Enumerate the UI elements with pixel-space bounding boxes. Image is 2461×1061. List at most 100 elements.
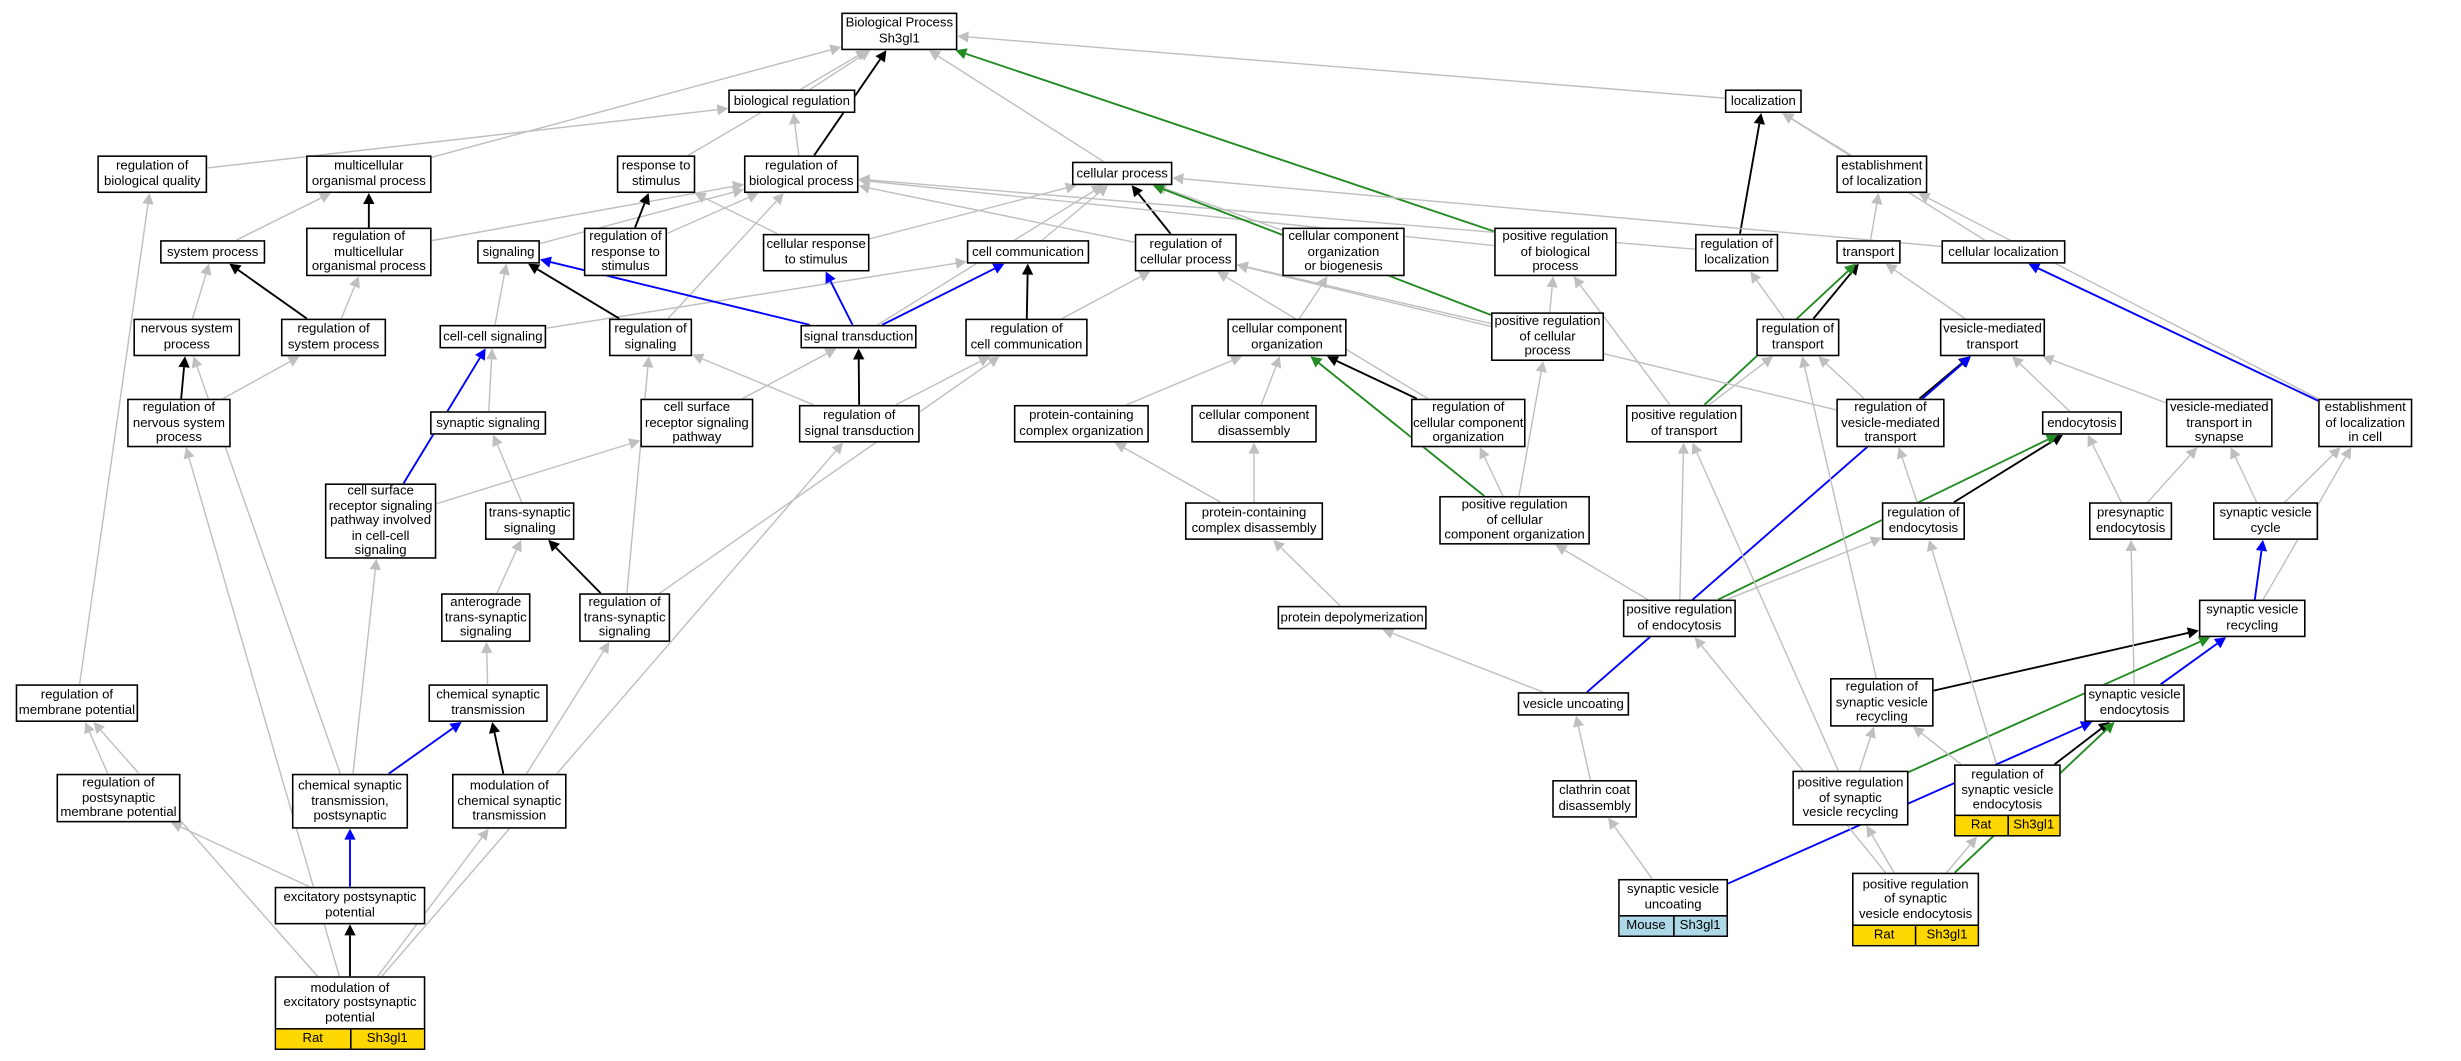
edge-arrowhead	[539, 256, 552, 268]
go-term-node-endocytosis[interactable]: endocytosis	[2041, 411, 2122, 435]
go-term-node-cellcellsig[interactable]: cell-cell signaling	[439, 324, 547, 349]
annotation-gene: Sh3gl1	[1914, 926, 1978, 945]
go-term-node-synsig[interactable]: synaptic signaling	[430, 411, 547, 435]
edge-pcdis-to-pccorg	[1124, 447, 1221, 503]
edge-arrowhead	[875, 50, 887, 63]
edge-regnerv-to-nervsys	[180, 367, 185, 399]
node-label-line: endocytosis	[2095, 519, 2166, 536]
edge-regsynvesrecyc-to-synvesrecyc	[1933, 631, 2189, 692]
go-term-node-cellloc[interactable]: cellular localization	[1941, 240, 2066, 264]
go-term-node-signaling[interactable]: signaling	[477, 240, 540, 264]
edge-arrowhead	[694, 192, 707, 203]
node-label-line: vesicle recycling	[1802, 804, 1899, 820]
go-term-node-cellproc[interactable]: cellular process	[1071, 161, 1173, 186]
go-term-node-vesuncoat[interactable]: vesicle uncoating	[1517, 692, 1630, 716]
go-term-node-localization[interactable]: localization	[1724, 89, 1802, 114]
node-label-line: positive regulation	[1862, 875, 1969, 891]
go-term-node-transport[interactable]: transport	[1836, 240, 1901, 264]
node-label-line: of biological	[1520, 242, 1591, 259]
node-label-line: establishment	[2324, 398, 2406, 415]
edge-regsynvesrecyc-to-regtransport	[1803, 366, 1877, 679]
node-label-line: regulation of	[1887, 504, 1960, 521]
edge-arrowhead	[2012, 356, 2025, 368]
edge-synsig-to-cellcellsig	[488, 359, 493, 412]
edge-arrowhead	[1608, 817, 1620, 830]
node-label-line: uncoating	[1644, 896, 1702, 912]
node-label-line: synaptic vesicle	[1961, 781, 2054, 797]
node-label-line: regulation of	[1432, 398, 1505, 415]
node-label-line: positive regulation	[1502, 227, 1609, 244]
go-term-node-protdepoly[interactable]: protein depolymerization	[1277, 605, 1427, 630]
go-term-node-sigtrans[interactable]: signal transduction	[800, 324, 917, 349]
edge-arrowhead	[1248, 442, 1260, 454]
node-label-line: excitatory postsynaptic	[283, 993, 417, 1010]
edge-arrowhead	[2102, 721, 2115, 734]
go-term-node-sysproc[interactable]: system process	[160, 240, 266, 264]
edge-arrowhead	[183, 447, 195, 460]
node-label-line: regulation of	[40, 686, 114, 703]
node-label-line: vesicle-mediated	[1943, 320, 2042, 337]
go-term-node-bioreg[interactable]: biological regulation	[728, 89, 856, 114]
go-term-node-cellcomm[interactable]: cell communication	[966, 240, 1090, 264]
edge-arrowhead	[1694, 637, 1706, 650]
edge-posregsynvesendo-to-regsynvesendo	[1946, 844, 1971, 874]
